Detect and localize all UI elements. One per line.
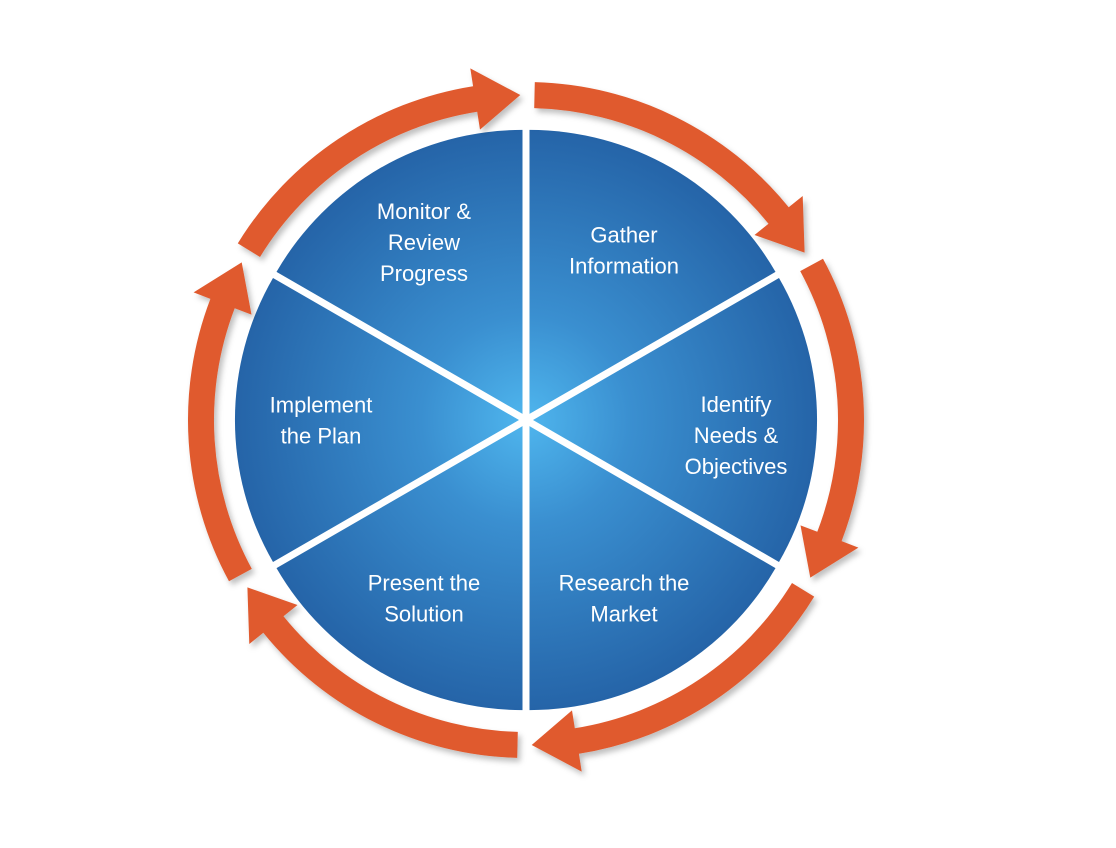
cycle-arrow-gather: [534, 82, 805, 253]
segment-identify: [533, 278, 818, 562]
step-label-line: Market: [590, 602, 657, 627]
segment-present: [276, 426, 523, 711]
step-label-line: Research the: [559, 571, 690, 596]
step-label-line: Gather: [590, 223, 657, 248]
segment-implement: [234, 278, 520, 562]
step-label-line: Monitor &: [377, 199, 471, 224]
cycle-arrow-identify: [800, 258, 865, 578]
cycle-arrow-implement: [187, 262, 252, 582]
cycle-arrow-research: [531, 583, 815, 772]
segments-group: [234, 129, 818, 711]
cycle-arrow-present: [247, 587, 518, 758]
step-label-line: Objectives: [685, 454, 788, 479]
step-label-line: the Plan: [281, 424, 362, 449]
step-label-line: Present the: [368, 571, 481, 596]
step-label-line: Implement: [270, 393, 373, 418]
step-label-line: Needs &: [694, 423, 779, 448]
cycle-arrow-monitor: [237, 68, 521, 258]
step-label-line: Identify: [701, 392, 772, 417]
segment-monitor: [276, 129, 523, 414]
segment-gather: [529, 129, 776, 414]
step-label-line: Information: [569, 254, 679, 279]
step-label-line: Review: [388, 230, 460, 255]
step-label-line: Progress: [380, 261, 468, 286]
arrows-group: [187, 68, 865, 772]
step-label-line: Solution: [384, 602, 464, 627]
segment-research: [529, 426, 776, 711]
step-label-implement: Implement the Plan: [270, 393, 373, 449]
